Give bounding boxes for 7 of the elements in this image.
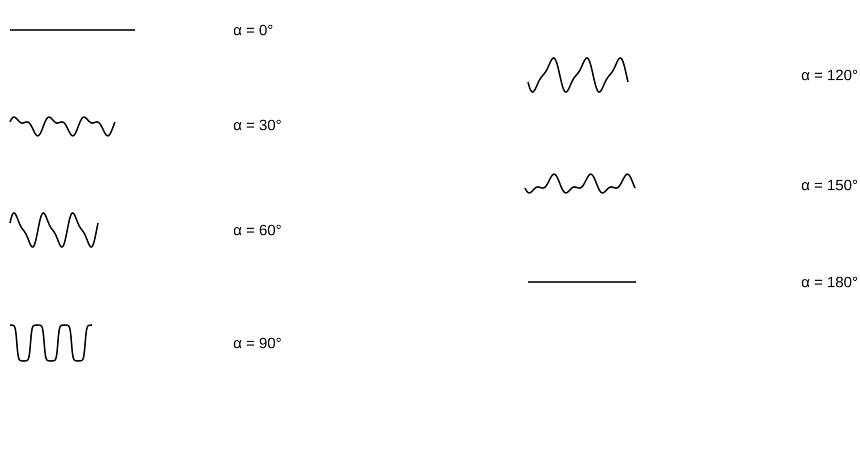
angle-label: α = 150°: [802, 180, 858, 190]
angle-label: α = 120°: [802, 70, 858, 80]
angle-label: α = 30°: [234, 120, 281, 130]
angle-label: α = 60°: [234, 224, 281, 236]
angle-label: α = 90°: [234, 338, 281, 348]
angle-label: α = 180°: [802, 276, 858, 288]
angle-label: α = 0°: [234, 24, 272, 36]
